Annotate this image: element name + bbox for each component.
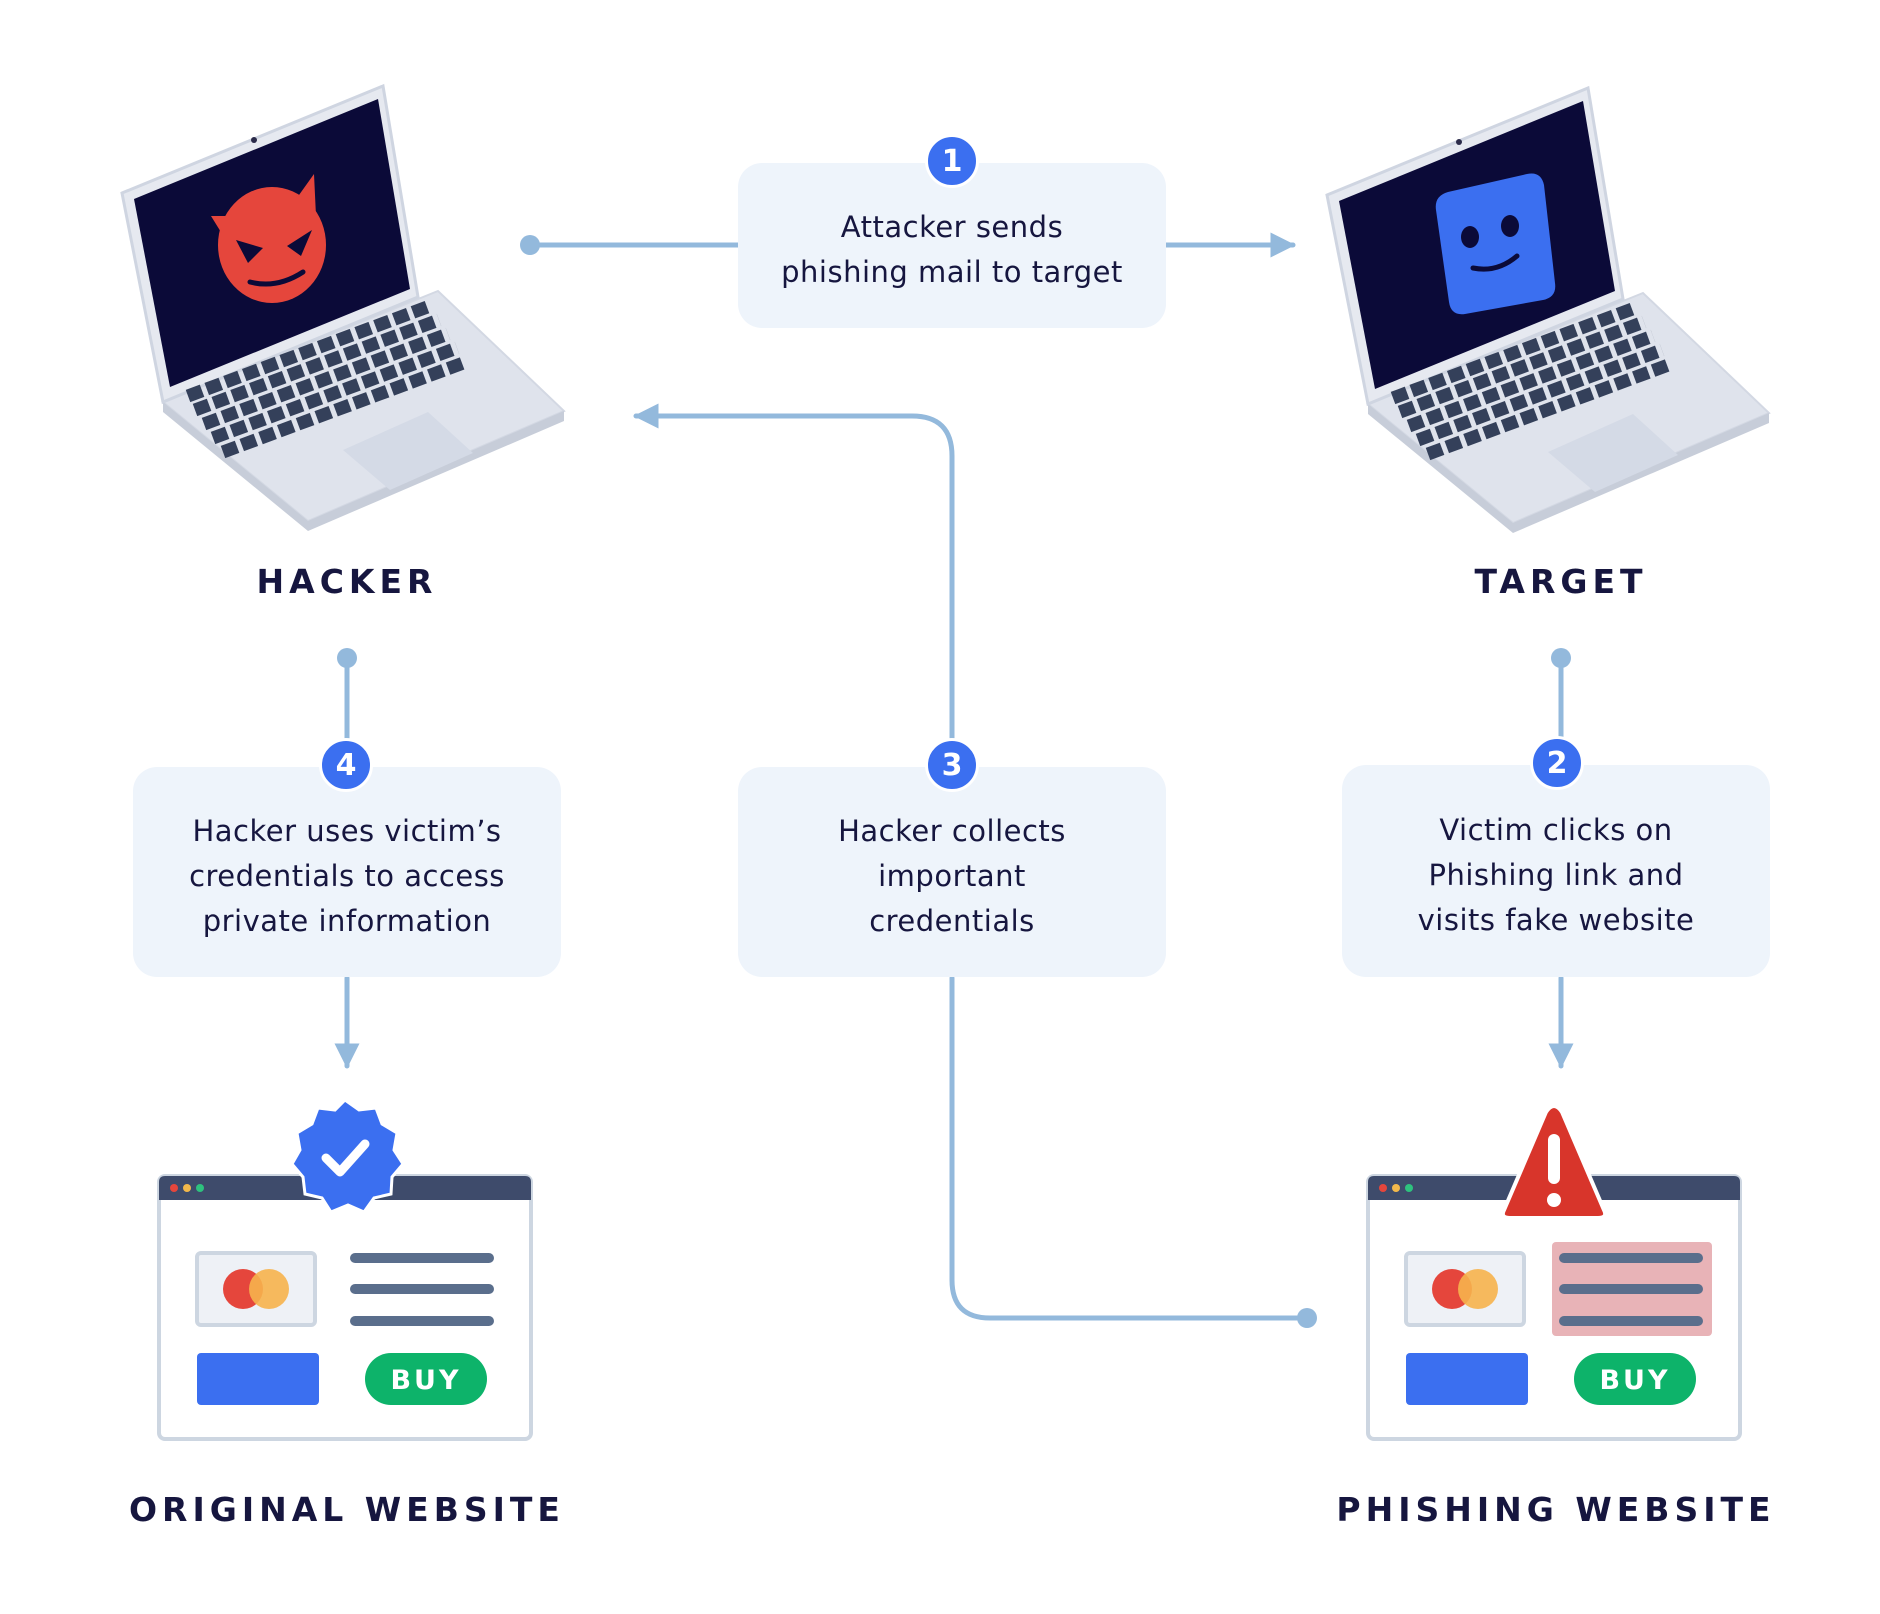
window-dot-yellow	[1392, 1184, 1400, 1192]
primary-button[interactable]	[1406, 1353, 1528, 1405]
step-3-box: Hacker collects important credentials	[738, 767, 1166, 977]
connector-dot-phishing	[1297, 1308, 1317, 1328]
warning-triangle-icon	[1500, 1104, 1608, 1220]
window-dot-green	[196, 1184, 204, 1192]
hacker-label: HACKER	[256, 562, 438, 601]
content-lines	[1559, 1253, 1703, 1326]
credit-card-icon	[195, 1251, 317, 1327]
connector-dot-hacker-bottom	[337, 648, 357, 668]
hacker-laptop	[120, 83, 566, 531]
connector-dot-target	[1551, 648, 1571, 668]
step-4-box: Hacker uses victim’s credentials to acce…	[133, 767, 561, 977]
buy-button-label: BUY	[390, 1365, 461, 1396]
laptop-camera	[1456, 139, 1462, 145]
laptop-base-edge	[1368, 404, 1769, 533]
devil-face-icon	[211, 174, 326, 303]
original-website: BUY	[157, 1098, 533, 1441]
phishing-website-label: PHISHING WEBSITE	[1336, 1490, 1776, 1529]
window-dot-red	[1379, 1184, 1387, 1192]
buy-button[interactable]	[365, 1353, 487, 1405]
buy-button-label: BUY	[1599, 1365, 1670, 1396]
step-3-badge: 3	[925, 738, 979, 792]
content-lines	[350, 1253, 494, 1326]
laptop-keyboard	[185, 299, 469, 459]
connectors	[334, 232, 1574, 1321]
step-2-text: Victim clicks on Phishing link and visit…	[1417, 812, 1695, 937]
step-1-text: Attacker sends phishing mail to target	[781, 209, 1123, 289]
step-3-text: Hacker collects important credentials	[838, 813, 1066, 938]
connector-phishing-to-step3	[949, 975, 1310, 1321]
step-1-box: Attacker sends phishing mail to target	[738, 163, 1166, 328]
laptop-base-edge	[163, 402, 564, 531]
step-4-badge: 4	[319, 738, 373, 792]
connector-step3-to-hacker	[633, 403, 955, 743]
step-1-badge: 1	[925, 134, 979, 188]
target-label: TARGET	[1474, 562, 1648, 601]
phishing-website: BUY	[1366, 1104, 1742, 1441]
original-website-label: ORIGINAL WEBSITE	[129, 1490, 565, 1529]
step-2-badge: 2	[1530, 736, 1584, 790]
target-laptop	[1325, 85, 1771, 533]
laptop-keyboard	[1390, 301, 1674, 461]
laptop-camera	[251, 137, 257, 143]
window-dot-green	[1405, 1184, 1413, 1192]
connector-dots	[337, 235, 1571, 1328]
step-4-text: Hacker uses victim’s credentials to acce…	[189, 813, 505, 938]
laptop-trackpad	[343, 412, 473, 490]
window-dot-red	[170, 1184, 178, 1192]
primary-button[interactable]	[197, 1353, 319, 1405]
verified-check-icon	[290, 1098, 405, 1214]
laptop-trackpad	[1548, 414, 1678, 492]
buy-button[interactable]	[1574, 1353, 1696, 1405]
step-2-box: Victim clicks on Phishing link and visit…	[1342, 765, 1770, 977]
connector-dot-hacker	[520, 235, 540, 255]
window-dot-yellow	[183, 1184, 191, 1192]
credit-card-icon	[1404, 1251, 1526, 1327]
smiley-face-icon	[1435, 173, 1556, 315]
